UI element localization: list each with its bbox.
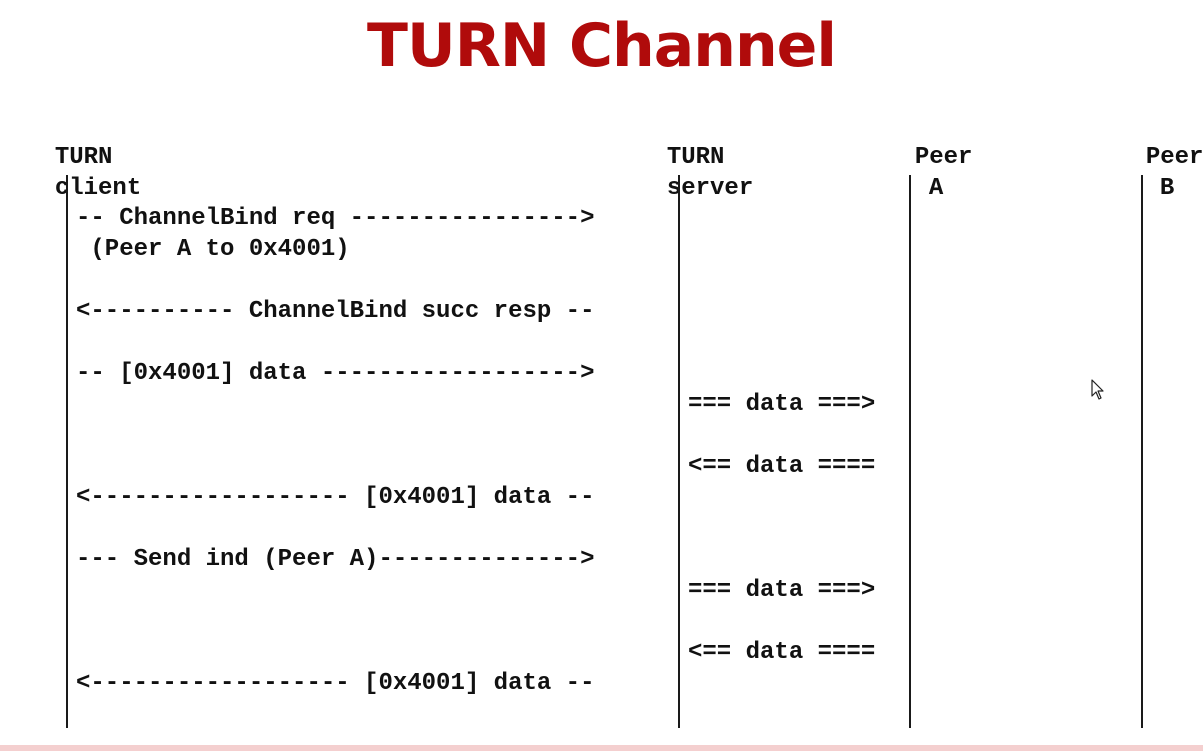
participant-turn-client-line2: client (26, 142, 141, 204)
mouse-pointer-icon (1091, 379, 1105, 401)
participant-label-line1: TURN (54, 144, 113, 171)
participant-label-line2: B (1159, 175, 1175, 202)
message-channelbind-request: -- ChannelBind req ----------------> (76, 205, 595, 232)
participant-peer-b-line2: B (1131, 142, 1174, 204)
message-channel-data-to-client-2: <------------------ [0x4001] data -- (76, 670, 595, 697)
lifeline-turn-client (66, 175, 68, 728)
message-channel-data-to-server: -- [0x4001] data ------------------> (76, 360, 595, 387)
participant-label-line2: client (54, 175, 142, 202)
message-data-to-peer-a: === data ===> (688, 391, 876, 418)
participant-turn-server: TURN (638, 111, 725, 173)
diagram-title: TURN Channel (367, 11, 837, 81)
participant-turn-client: TURN (26, 111, 113, 173)
bottom-edge-bar (0, 745, 1203, 751)
participant-label-line2: server (666, 175, 754, 202)
participant-peer-a: Peer (886, 111, 973, 173)
message-data-from-peer-a-2: <== data ==== (688, 639, 876, 666)
message-channelbind-note: (Peer A to 0x4001) (76, 236, 350, 263)
participant-label-line1: Peer (914, 144, 973, 171)
message-send-indication: --- Send ind (Peer A)--------------> (76, 546, 595, 573)
participant-label-line1: TURN (666, 144, 725, 171)
lifeline-peer-a (909, 175, 911, 728)
participant-peer-b: Peer (1117, 111, 1203, 173)
lifeline-turn-server (678, 175, 680, 728)
message-channelbind-success: <---------- ChannelBind succ resp -- (76, 298, 595, 325)
message-data-from-peer-a: <== data ==== (688, 453, 876, 480)
message-data-to-peer-a-2: === data ===> (688, 577, 876, 604)
participant-label-line1: Peer (1145, 144, 1203, 171)
message-channel-data-to-client: <------------------ [0x4001] data -- (76, 484, 595, 511)
participant-turn-server-line2: server (638, 142, 753, 204)
participant-peer-a-line2: A (900, 142, 943, 204)
participant-label-line2: A (928, 175, 944, 202)
lifeline-peer-b (1141, 175, 1143, 728)
